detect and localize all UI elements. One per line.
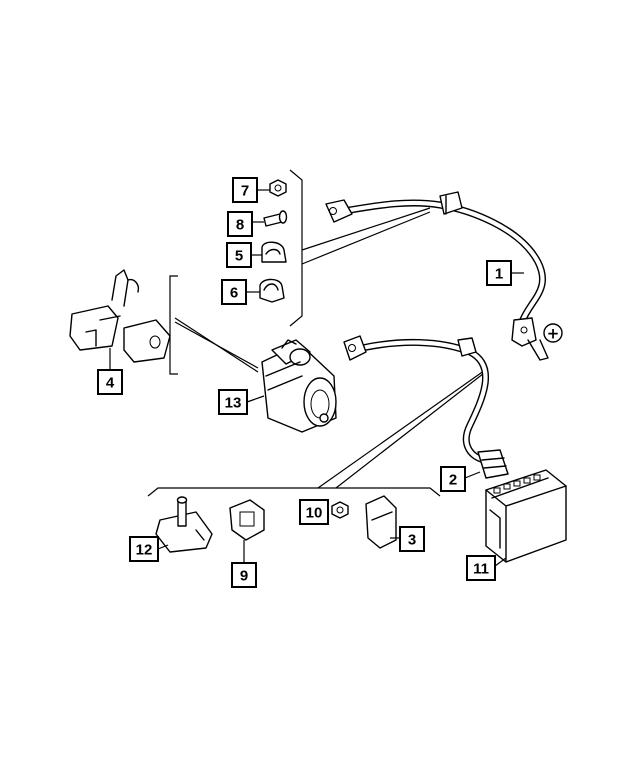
- svg-text:7: 7: [241, 183, 249, 200]
- positive-terminal-symbol: +: [543, 323, 563, 343]
- battery-cells: [493, 474, 541, 494]
- svg-text:5: 5: [235, 248, 243, 265]
- callout-5: 5: [226, 242, 262, 268]
- svg-text:6: 6: [230, 285, 238, 302]
- terminal-post: [155, 496, 213, 553]
- callout-6: 6: [221, 279, 260, 305]
- svg-text:3: 3: [408, 532, 416, 549]
- svg-text:12: 12: [136, 542, 153, 559]
- callout-11: 11: [466, 555, 507, 581]
- clamp-part: [259, 278, 285, 303]
- small-nut: [331, 501, 349, 519]
- starter-motor: [261, 339, 337, 433]
- callout-12: 12: [129, 536, 169, 562]
- callout-7: 7: [232, 177, 270, 203]
- svg-text:1: 1: [495, 266, 503, 283]
- clip-part: [261, 241, 287, 263]
- svg-text:8: 8: [236, 217, 244, 234]
- svg-text:13: 13: [225, 395, 242, 412]
- svg-text:2: 2: [449, 472, 457, 489]
- callout-3: 3: [390, 526, 425, 552]
- callout-13: 13: [218, 389, 265, 415]
- nut-part: [269, 179, 287, 197]
- svg-text:11: 11: [473, 561, 489, 578]
- bracket-assembly: [69, 269, 171, 363]
- callout-4: 4: [97, 348, 123, 395]
- terminal-cover: [229, 499, 265, 541]
- callout-10: 10: [299, 499, 329, 525]
- callout-2: 2: [440, 466, 481, 492]
- battery-to-starter-cable: [343, 335, 509, 479]
- svg-text:10: 10: [306, 505, 323, 522]
- svg-text:9: 9: [240, 568, 248, 585]
- cable-clip-holder: [365, 495, 397, 549]
- positive-symbol-text: +: [547, 325, 560, 343]
- leader-lines: [147, 169, 489, 497]
- positive-battery-cable: [325, 191, 549, 361]
- battery: [485, 469, 567, 563]
- callout-1: 1: [486, 260, 524, 286]
- bolt-part: [263, 210, 288, 227]
- svg-text:4: 4: [106, 375, 115, 392]
- callout-8: 8: [227, 211, 264, 237]
- callout-9: 9: [231, 540, 257, 588]
